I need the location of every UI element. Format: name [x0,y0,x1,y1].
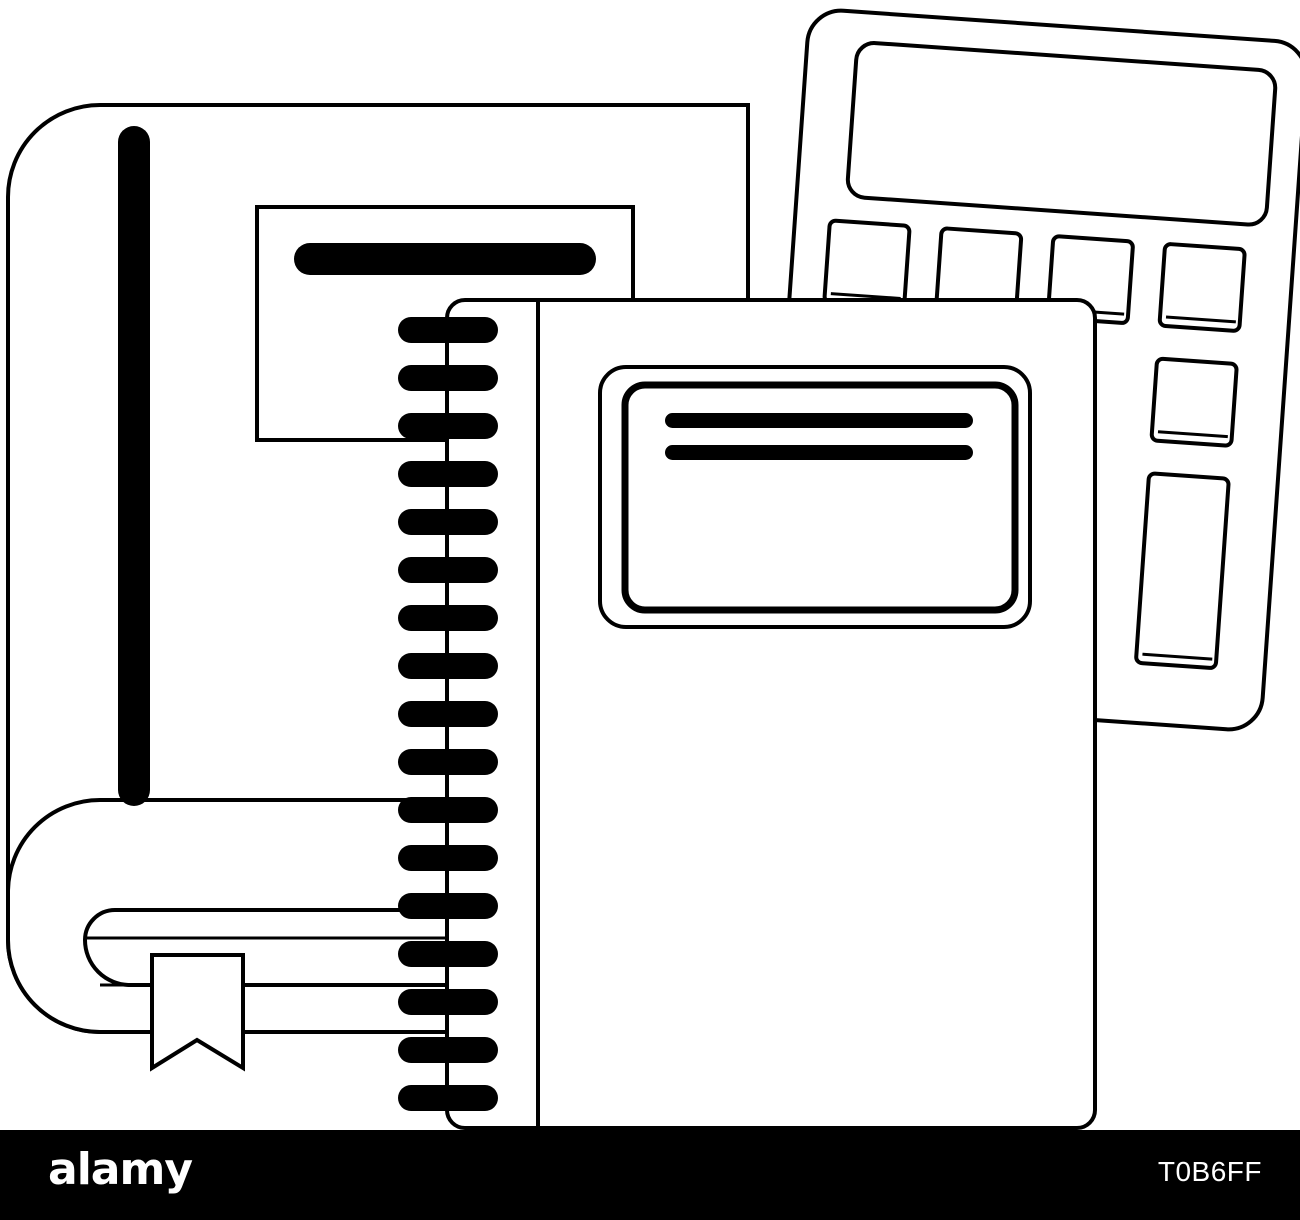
office-supplies-illustration [6,8,1300,1130]
calculator-key-icon [1157,242,1247,333]
spiral-notebook [398,298,1097,1130]
calculator-key-icon [1134,471,1231,670]
notebook-label-inner [621,381,1019,614]
book-spine-bar [118,126,150,806]
calculator-keys [822,218,1247,670]
book-title-line [294,243,596,275]
watermark-footer: alamy T0B6FF [0,1130,1300,1220]
notebook-label-line [665,445,973,460]
calculator-key-icon [1149,356,1239,448]
image-id-label: T0B6FF [1157,1156,1262,1187]
notebook-label-line [665,413,973,428]
brand-logo: alamy [48,1144,193,1195]
calculator-display [845,41,1278,227]
bookmark-icon [150,953,245,1072]
spiral-binding-icon [398,317,498,1111]
